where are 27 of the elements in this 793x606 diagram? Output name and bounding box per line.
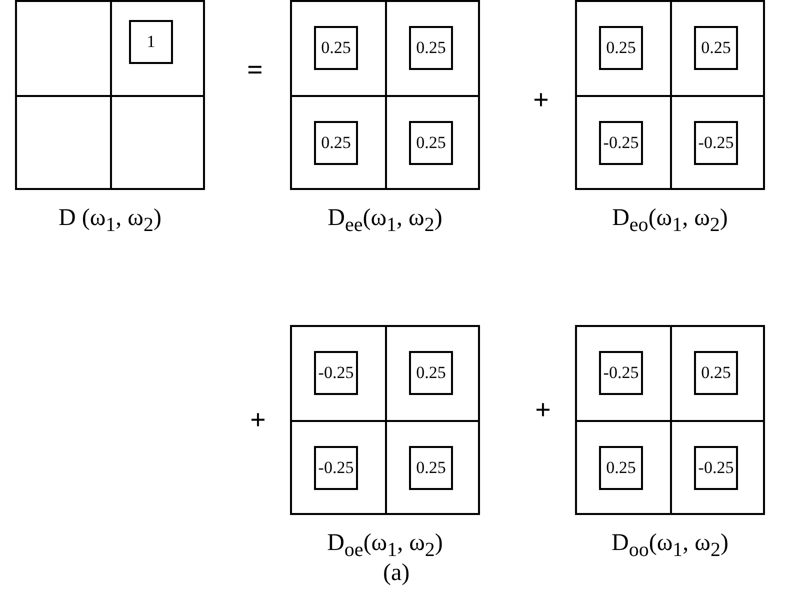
value-box: -0.25	[314, 446, 358, 490]
value-box: 0.25	[409, 26, 453, 70]
value-box: 0.25	[409, 351, 453, 395]
matrix-caption: D$_{oe}$(ω$_{1}$, ω$_{2}$)	[326, 530, 444, 562]
matrix-caption: D$_{oo}$(ω$_{1}$, ω$_{2}$)	[610, 530, 730, 562]
value-box: -0.25	[599, 351, 643, 395]
plus-sign: +	[535, 395, 551, 427]
panel-label: (a)	[383, 560, 410, 587]
value-box: 0.25	[314, 121, 358, 165]
plus-sign: +	[533, 85, 549, 117]
value-box: -0.25	[314, 351, 358, 395]
value-box: 0.25	[599, 446, 643, 490]
value-box: 0.25	[409, 446, 453, 490]
value-box: -0.25	[694, 121, 738, 165]
plus-sign: +	[250, 405, 266, 437]
matrix-caption: D$_{ee}$(ω$_{1}$, ω$_{2}$)	[326, 205, 444, 237]
value-box: 0.25	[599, 26, 643, 70]
value-box: 0.25	[314, 26, 358, 70]
value-box: -0.25	[599, 121, 643, 165]
value-box: 0.25	[694, 351, 738, 395]
value-box: 1	[129, 20, 173, 64]
value-box: 0.25	[409, 121, 453, 165]
equals-sign: =	[247, 55, 263, 87]
value-box: 0.25	[694, 26, 738, 70]
matrix-caption: D (ω$_{1}$, ω$_{2}$)	[58, 205, 162, 237]
value-box: -0.25	[694, 446, 738, 490]
matrix-caption: D$_{eo}$(ω$_{1}$, ω$_{2}$)	[611, 205, 729, 237]
